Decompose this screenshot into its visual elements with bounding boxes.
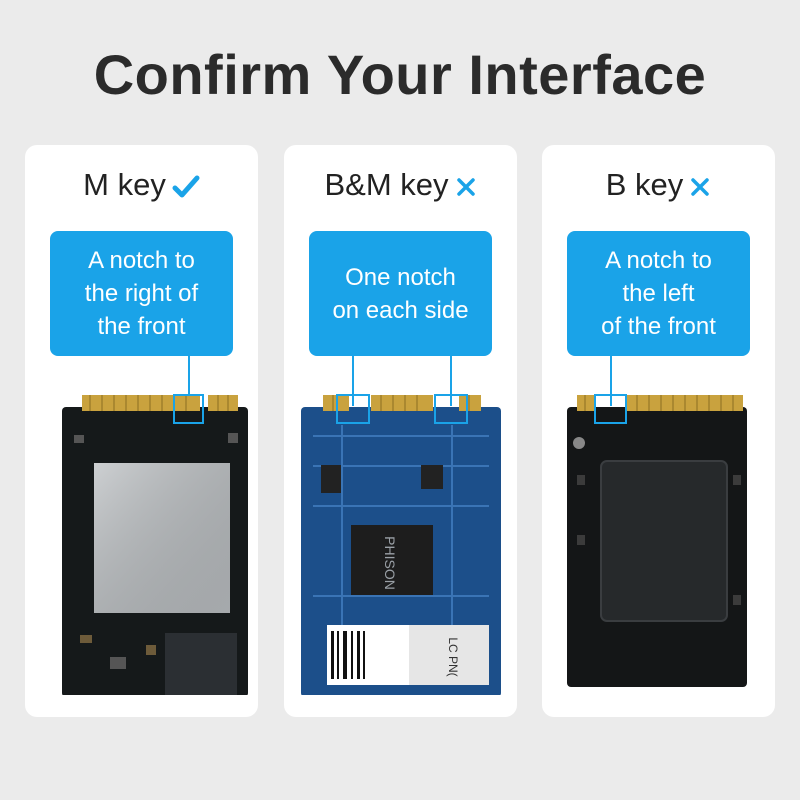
b-key-card: B key A notch to the left of the front: [542, 145, 775, 717]
b-key-heading: B key: [542, 167, 775, 203]
b-key-callout: A notch to the left of the front: [567, 231, 750, 356]
bm-key-label: B&M key: [324, 167, 449, 202]
b-key-leader-line: [610, 356, 612, 406]
m-key-leader-line: [188, 356, 190, 406]
m-key-heading: M key: [25, 167, 258, 203]
chip-label: PHISON: [382, 536, 398, 590]
bm-key-right-leader: [450, 356, 452, 406]
bm-key-left-leader: [352, 356, 354, 406]
b-key-label: B key: [605, 167, 684, 202]
bm-key-callout: One notch on each side: [309, 231, 492, 356]
bm-key-right-notch: [434, 394, 468, 424]
bm-key-card: B&M key One notch on each side PHISON LC…: [284, 145, 517, 717]
b-key-notch-highlight: [594, 394, 627, 424]
m-key-callout: A notch to the right of the front: [50, 231, 233, 356]
page-title: Confirm Your Interface: [93, 43, 707, 106]
b-key-callout-text: A notch to the left of the front: [601, 247, 716, 340]
m-key-notch-highlight: [173, 394, 204, 424]
b-key-ssd-image: [567, 395, 747, 687]
cross-icon: [455, 167, 477, 202]
m-key-callout-text: A notch to the right of the front: [84, 247, 199, 340]
pcb-label: LC PN(: [446, 637, 460, 676]
bm-key-ssd-image: PHISON LC PN(: [301, 395, 501, 695]
m-key-ssd-image: [62, 395, 248, 695]
m-key-label: M key: [83, 167, 166, 202]
check-icon: [172, 167, 200, 202]
bm-key-callout-text: One notch on each side: [332, 263, 469, 324]
cross-icon: [689, 167, 711, 202]
m-key-card: M key A notch to the right of the front: [25, 145, 258, 717]
bm-key-heading: B&M key: [284, 167, 517, 203]
bm-key-left-notch: [336, 394, 370, 424]
